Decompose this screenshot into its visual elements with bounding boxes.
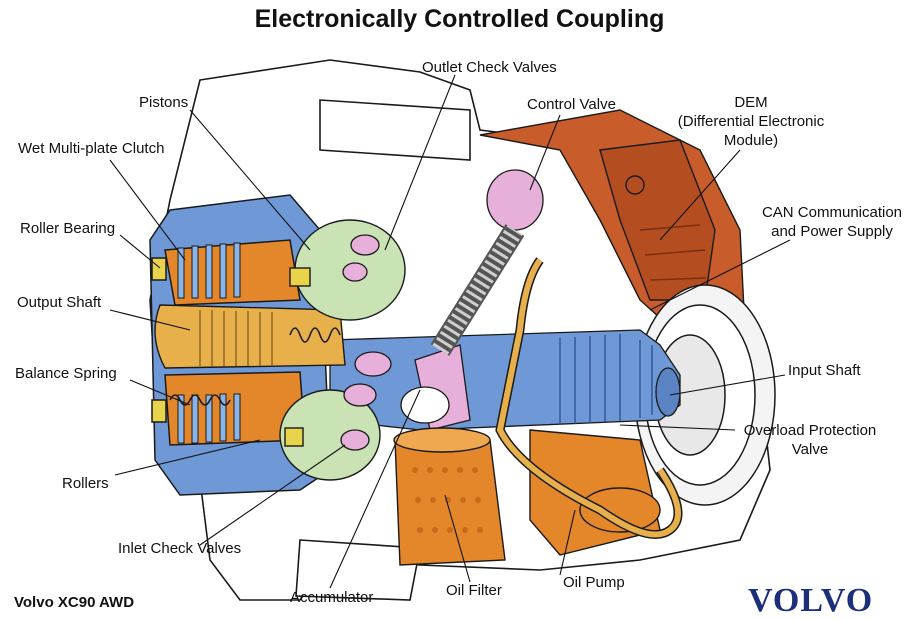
output-shaft — [154, 304, 346, 369]
label-dem-line1: DEM — [734, 94, 768, 111]
label-inlet-check-valves: Inlet Check Valves — [118, 540, 242, 557]
accumulator-spring — [430, 224, 525, 356]
label-control-valve: Control Valve — [527, 96, 616, 113]
dem-module — [479, 109, 746, 346]
balance-spring — [169, 327, 341, 406]
label-pistons: Pistons — [139, 94, 189, 111]
label-oil-filter: Oil Filter — [446, 582, 502, 599]
hydraulic-valves — [340, 169, 544, 451]
label-wet-multiplate-clutch: Wet Multi-plate Clutch — [18, 140, 165, 157]
label-overload-line2: Valve — [791, 441, 829, 458]
diagram-title: Electronically Controlled Coupling — [254, 5, 665, 33]
label-balance-spring: Balance Spring — [15, 365, 117, 382]
label-output-shaft: Output Shaft — [17, 294, 102, 311]
label-can-line2: and Power Supply — [771, 223, 893, 240]
label-dem-line3: Module) — [723, 132, 779, 149]
label-roller-bearing: Roller Bearing — [20, 220, 116, 237]
vehicle-caption: Volvo XC90 AWD — [14, 594, 135, 611]
volvo-logo: VOLVO — [748, 582, 874, 619]
label-oil-pump: Oil Pump — [563, 574, 625, 591]
label-overload-protection-valve: Overload Protection Valve — [730, 421, 890, 459]
oil-filter — [393, 427, 506, 566]
label-dem: DEM (Differential Electronic Module) — [666, 93, 836, 150]
label-input-shaft: Input Shaft — [788, 362, 861, 379]
label-overload-line1: Overload Protection — [743, 422, 877, 439]
label-accumulator: Accumulator — [290, 589, 374, 606]
label-rollers: Rollers — [62, 475, 109, 492]
label-dem-line2: (Differential Electronic — [677, 113, 825, 130]
label-can-communication: CAN Communication and Power Supply — [752, 203, 912, 241]
leader-lines — [109, 74, 791, 589]
label-outlet-check-valves: Outlet Check Valves — [422, 59, 557, 76]
label-can-line1: CAN Communication — [761, 204, 903, 221]
